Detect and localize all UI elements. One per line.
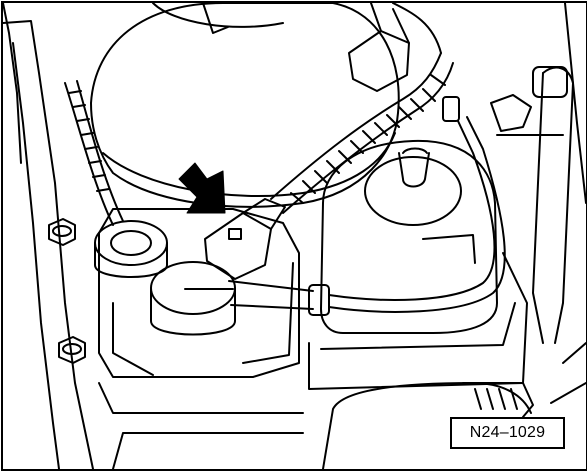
right-body-panel: [550, 3, 586, 404]
coolant-reservoir: [90, 3, 400, 208]
lower-structure: [98, 382, 304, 469]
sensor-cable-right: [228, 96, 506, 316]
connector-plug: [204, 198, 286, 280]
sensor-housing: [98, 208, 300, 378]
figure-id-label: N24–1029: [450, 417, 565, 449]
sensor-cable-left: [64, 80, 124, 226]
bolt-upper: [48, 218, 76, 246]
top-connector: [348, 3, 442, 92]
right-hose: [490, 66, 574, 344]
mount-tray: [308, 252, 528, 390]
left-sensor-cap: [94, 220, 168, 278]
lower-cover: [322, 382, 534, 469]
bolt-lower: [58, 336, 86, 364]
wiring-harness: [270, 52, 454, 214]
left-body-panel: [3, 3, 94, 469]
fluid-reservoir: [320, 139, 498, 334]
engine-bay-drawing: [3, 3, 586, 469]
arrow-icon: [178, 162, 226, 214]
main-sensor: [150, 261, 236, 336]
